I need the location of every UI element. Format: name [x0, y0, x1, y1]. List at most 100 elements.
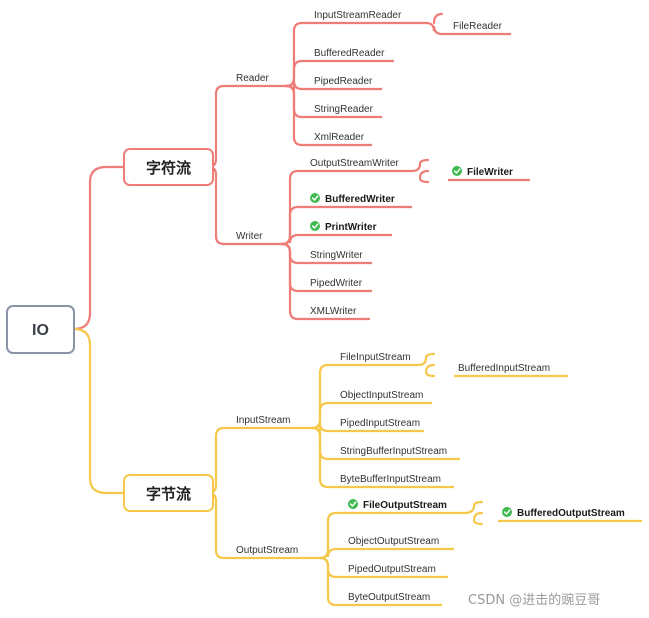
bufferedoutputstream-node[interactable]: BufferedOutputStream — [498, 507, 642, 523]
root-node[interactable]: IO — [6, 305, 75, 354]
reader-item-4[interactable]: XmlReader — [310, 132, 372, 147]
reader-split-branch-0 — [284, 21, 312, 88]
byte-stream-label: 字节流 — [146, 485, 191, 503]
writer-item-1[interactable]: BufferedWriter — [306, 193, 412, 209]
writer-item-2-label: PrintWriter — [325, 222, 377, 233]
check-icon — [348, 499, 358, 509]
filereader-link-branch-0 — [424, 21, 451, 36]
char-stream-node[interactable]: 字符流 — [123, 148, 214, 186]
outputstream-node-label: OutputStream — [236, 545, 298, 556]
writer-item-1-label: BufferedWriter — [325, 194, 395, 205]
input-split-branch-1 — [310, 401, 338, 430]
writer-item-4-label: PipedWriter — [310, 278, 363, 289]
check-icon-mark — [311, 195, 319, 202]
writer-split-branch-5 — [280, 242, 308, 321]
input-item-0-label: FileInputStream — [340, 352, 411, 363]
reader-node-label: Reader — [236, 73, 269, 84]
output-item-1[interactable]: ObjectOutputStream — [344, 536, 454, 551]
inputstream-node[interactable]: InputStream — [232, 415, 304, 430]
writer-item-4[interactable]: PipedWriter — [306, 278, 372, 293]
input-split-branch-0 — [310, 363, 338, 430]
output-item-2-label: PipedOutputStream — [348, 564, 436, 575]
input-item-1[interactable]: ObjectInputStream — [336, 390, 432, 405]
output-split-branch-2 — [318, 556, 346, 579]
reader-item-1-label: BufferedReader — [314, 48, 385, 59]
input-item-0[interactable]: FileInputStream — [336, 352, 418, 367]
writer-node-label: Writer — [236, 231, 263, 242]
root-to-char — [72, 165, 126, 331]
outputstream-node[interactable]: OutputStream — [232, 545, 310, 560]
writer-split-branch-4 — [280, 242, 308, 293]
filewriter-node[interactable]: FileWriter — [448, 166, 530, 182]
input-item-4[interactable]: ByteBufferInputStream — [336, 474, 454, 489]
inputstream-node-label: InputStream — [236, 415, 290, 426]
check-icon — [310, 221, 320, 231]
root-to-byte — [72, 327, 126, 495]
bufferedinputstream-node[interactable]: BufferedInputStream — [454, 363, 568, 378]
writer-item-2[interactable]: PrintWriter — [306, 221, 392, 237]
check-icon-mark — [453, 168, 461, 175]
reader-item-3-label: StringReader — [314, 104, 374, 115]
bis-brace — [416, 356, 436, 374]
reader-item-2[interactable]: PipedReader — [310, 76, 382, 91]
reader-split-branch-1 — [284, 59, 312, 88]
reader-item-4-label: XmlReader — [314, 132, 365, 143]
filewriter-brace-bottom — [418, 176, 430, 184]
check-icon-mark — [503, 509, 511, 516]
writer-split-branch-1 — [280, 205, 308, 246]
check-icon-mark — [311, 223, 319, 230]
reader-split-branch-3 — [284, 84, 312, 119]
bufferedoutputstream-node-label: BufferedOutputStream — [517, 508, 625, 519]
filewriter-node-label: FileWriter — [467, 167, 513, 178]
writer-item-5[interactable]: XMLWriter — [306, 306, 370, 321]
writer-item-3[interactable]: StringWriter — [306, 250, 372, 265]
output-item-0[interactable]: FileOutputStream — [344, 499, 464, 515]
filereader-node-label: FileReader — [453, 21, 503, 32]
writer-split-branch-3 — [280, 242, 308, 265]
reader-node[interactable]: Reader — [232, 73, 278, 88]
root-label: IO — [32, 322, 49, 339]
output-item-2[interactable]: PipedOutputStream — [344, 564, 448, 579]
writer-item-0-label: OutputStreamWriter — [310, 158, 399, 169]
bis-brace-bottom — [424, 370, 436, 378]
reader-item-3[interactable]: StringReader — [310, 104, 382, 119]
input-item-3[interactable]: StringBufferInputStream — [336, 446, 460, 461]
writer-item-5-label: XMLWriter — [310, 306, 357, 317]
writer-node[interactable]: Writer — [232, 231, 274, 246]
check-icon-mark — [349, 501, 357, 508]
writer-split-branch-2 — [280, 233, 308, 246]
writer-item-0[interactable]: OutputStreamWriter — [306, 158, 412, 173]
bos-brace-bottom — [472, 518, 484, 526]
bufferedinputstream-node-label: BufferedInputStream — [458, 363, 550, 374]
input-item-2[interactable]: PipedInputStream — [336, 418, 424, 433]
output-item-0-label: FileOutputStream — [363, 500, 447, 511]
check-icon — [310, 193, 320, 203]
output-split-branch-0 — [318, 511, 346, 560]
input-item-2-label: PipedInputStream — [340, 418, 420, 429]
watermark: CSDN @进击的豌豆哥 — [468, 592, 600, 608]
writer-item-3-label: StringWriter — [310, 250, 363, 261]
output-item-3-label: ByteOutputStream — [348, 592, 430, 603]
output-item-1-label: ObjectOutputStream — [348, 536, 439, 547]
reader-item-0[interactable]: InputStreamReader — [310, 10, 418, 25]
connector-lines — [72, 12, 484, 607]
input-item-3-label: StringBufferInputStream — [340, 446, 447, 457]
output-split-branch-1 — [318, 547, 346, 560]
check-icon — [502, 507, 512, 517]
check-icon — [452, 166, 462, 176]
bos-brace — [462, 504, 484, 522]
input-split-branch-4 — [310, 426, 338, 489]
bos-brace-top — [472, 500, 484, 508]
bis-brace-top — [424, 352, 436, 360]
filereader-node[interactable]: FileReader — [449, 21, 511, 36]
reader-item-2-label: PipedReader — [314, 76, 373, 87]
reader-item-0-label: InputStreamReader — [314, 10, 402, 21]
filereader-brace-top — [432, 12, 444, 25]
output-item-3[interactable]: ByteOutputStream — [344, 592, 442, 607]
reader-item-1[interactable]: BufferedReader — [310, 48, 394, 63]
byte-stream-node[interactable]: 字节流 — [123, 474, 214, 512]
input-split-branch-3 — [310, 426, 338, 461]
filewriter-brace-top — [418, 158, 430, 166]
input-item-4-label: ByteBufferInputStream — [340, 474, 441, 485]
